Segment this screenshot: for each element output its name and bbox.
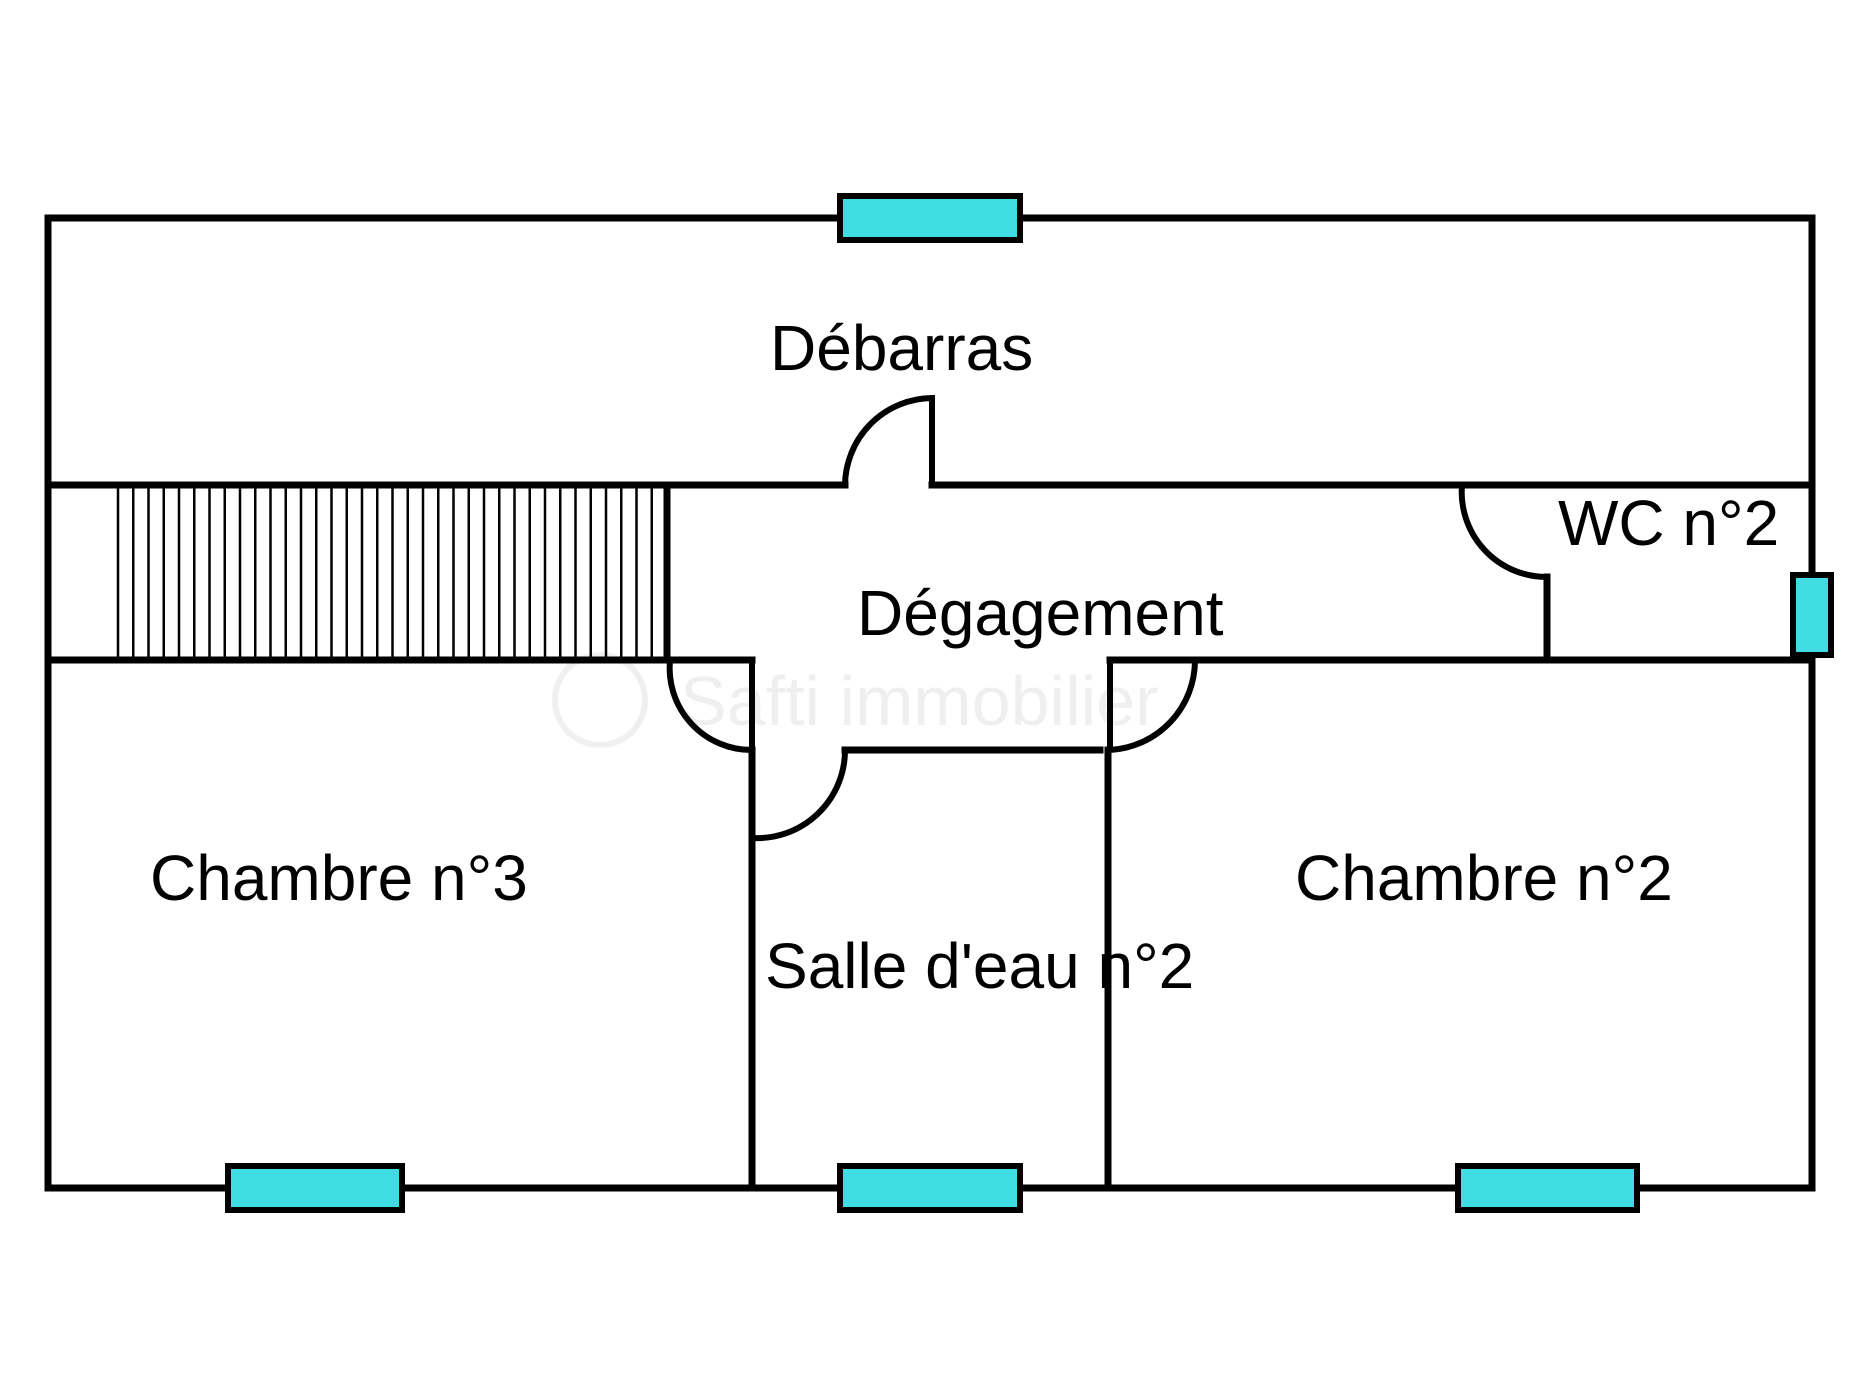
label-chambre3: Chambre n°3 bbox=[150, 842, 528, 914]
door-chambre2 bbox=[1107, 657, 1199, 754]
door-salle-eau bbox=[749, 747, 849, 842]
label-chambre2: Chambre n°2 bbox=[1295, 842, 1673, 914]
window-wc bbox=[1790, 572, 1834, 658]
room-labels: Débarras Dégagement WC n°2 Chambre n°3 S… bbox=[150, 312, 1779, 1002]
staircase bbox=[116, 488, 653, 657]
outer-walls bbox=[44, 214, 1816, 1192]
watermark-text: Safti immobilier bbox=[680, 662, 1158, 740]
window-bottom-left bbox=[225, 1163, 405, 1213]
door-chambre3 bbox=[666, 657, 755, 754]
label-wc: WC n°2 bbox=[1558, 487, 1779, 559]
interior-walls bbox=[44, 481, 1816, 1192]
window-top bbox=[837, 193, 1023, 243]
label-degagement: Dégagement bbox=[857, 577, 1224, 649]
window-bottom-right bbox=[1455, 1163, 1640, 1213]
label-debarras: Débarras bbox=[770, 312, 1033, 384]
door-wc bbox=[1458, 482, 1550, 581]
window-bottom-middle bbox=[837, 1163, 1023, 1213]
doors bbox=[666, 394, 1550, 842]
label-salle-eau: Salle d'eau n°2 bbox=[765, 930, 1194, 1002]
windows bbox=[225, 193, 1834, 1213]
watermark: Safti immobilier bbox=[552, 652, 1158, 748]
watermark-logo bbox=[552, 652, 648, 748]
door-debarras bbox=[842, 394, 935, 488]
